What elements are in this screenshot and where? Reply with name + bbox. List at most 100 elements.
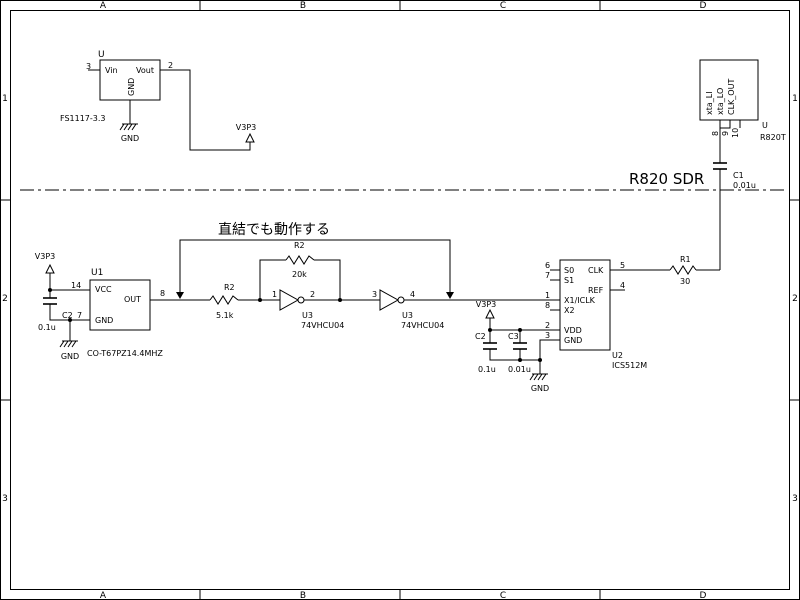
column-label: B: [300, 1, 306, 11]
tuner-pin-num: 10: [731, 128, 740, 138]
power-symbol: [245, 132, 255, 143]
power-symbol: [485, 308, 495, 319]
column-labels-bottom: A B C D: [100, 591, 707, 600]
ground-symbol: [529, 373, 548, 381]
clock-buffer-pin-num: 2: [545, 321, 550, 330]
clock-buffer: S0 S1 X1/ICLK X2 VDD GND CLK REF 6 7 1 8…: [475, 259, 647, 393]
column-label: C: [500, 1, 506, 11]
row-labels-right: 1 2 3: [792, 94, 798, 504]
capacitor-value: 0.01u: [733, 181, 756, 190]
column-label: A: [100, 1, 107, 11]
tuner-pin-num: 9: [721, 131, 730, 136]
clock-buffer-pin-num: 7: [545, 271, 550, 280]
inverter-2: 3 4 U3 74VHCU04: [372, 289, 444, 330]
tuner-pin-label: xta_LO: [716, 88, 725, 115]
ground-label: GND: [61, 352, 79, 361]
clock-buffer-value: ICS512M: [612, 361, 647, 370]
clock-buffer-body: [559, 259, 611, 351]
row-label: 2: [792, 294, 798, 304]
regulator-pin-num: 3: [86, 62, 91, 71]
clock-buffer-pin-label: CLK: [588, 266, 604, 275]
regulator-ref: U: [98, 50, 105, 60]
tuner-ref: U: [762, 121, 768, 130]
clock-buffer-pin-num: 1: [545, 291, 550, 300]
row-label: 1: [2, 94, 8, 104]
oscillator-value: CO-T67PZ14.4MHZ: [87, 349, 163, 358]
capacitor-value: 0.1u: [478, 365, 496, 374]
column-label: B: [300, 591, 306, 600]
resistor-value: 5.1k: [216, 311, 234, 320]
inverter-pin-num: 4: [410, 290, 415, 299]
oscillator-pin-num: 14: [71, 281, 81, 290]
resistor-value: 30: [680, 277, 690, 286]
inverter-pin-num: 2: [310, 290, 315, 299]
power-net-label: V3P3: [476, 300, 496, 309]
clock-buffer-pin-label: REF: [588, 286, 604, 295]
row-label: 1: [792, 94, 798, 104]
oscillator-pin-num: 8: [160, 289, 165, 298]
clock-buffer-pin-label: X1/ICLK: [564, 296, 596, 305]
tuner-pin-label: CLK_OUT: [727, 79, 736, 115]
regulator: U Vin Vout GND 3 2 FS1117-3.3 GND V3P3: [60, 50, 256, 151]
tuner-body: [699, 59, 759, 121]
regulator-pin-num: 2: [168, 61, 173, 70]
regulator-pin-gnd: GND: [127, 78, 136, 96]
ground-symbol: [119, 123, 138, 131]
clock-buffer-pin-num: 6: [545, 261, 550, 270]
oscillator-pin-num: 7: [77, 311, 82, 320]
resistor-ref: R2: [224, 283, 235, 292]
row-label: 3: [2, 494, 8, 504]
clock-buffer-pin-num: 4: [620, 281, 625, 290]
clock-buffer-pin-label: GND: [564, 336, 582, 345]
bypass-note: 直結でも動作する: [218, 221, 330, 238]
clock-buffer-pin-label: S0: [564, 266, 574, 275]
row-label: 2: [2, 294, 8, 304]
resistor-value: 20k: [292, 270, 307, 279]
clock-buffer-pin-label: VDD: [564, 326, 582, 335]
column-labels-top: A B C D: [100, 1, 707, 11]
tuner-pin-num: 8: [711, 131, 720, 136]
clock-buffer-pin-num: 3: [545, 331, 550, 340]
resistor-r2-feedback: R2 20k: [259, 241, 341, 300]
regulator-pin-vout: Vout: [136, 66, 154, 75]
ground-symbol: [59, 340, 78, 348]
oscillator-pin-vcc: VCC: [95, 285, 112, 294]
capacitor-value: 0.01u: [508, 365, 531, 374]
tuner-chip: xta_LI xta_LO CLK_OUT 8 9 10 U R820T: [699, 59, 786, 142]
clock-buffer-pin-num: 5: [620, 261, 625, 270]
regulator-value: FS1117-3.3: [60, 114, 106, 123]
inverter-ref: U3: [402, 311, 413, 320]
capacitor-ref: C1: [733, 171, 744, 180]
clock-buffer-pin-num: 8: [545, 301, 550, 310]
resistor-ref: R2: [294, 241, 305, 250]
ground-label: GND: [121, 134, 139, 143]
resistor-r2-series: R2 5.1k: [209, 283, 239, 320]
oscillator-pin-gnd: GND: [95, 316, 113, 325]
bypass-path: [179, 239, 451, 293]
oscillator-body: [89, 279, 151, 331]
inverter-value: 74VHCU04: [401, 321, 444, 330]
regulator-pin-vin: Vin: [105, 66, 118, 75]
inverter-value: 74VHCU04: [301, 321, 344, 330]
inverter-pin-num: 3: [372, 290, 377, 299]
tuner-value: R820T: [760, 133, 786, 142]
clock-buffer-pin-label: X2: [564, 306, 575, 315]
inverter-pin-num: 1: [272, 290, 277, 299]
clock-buffer-ref: U2: [612, 351, 623, 360]
oscillator-ref: U1: [91, 268, 103, 278]
row-labels-left: 1 2 3: [2, 94, 8, 504]
resistor-ref: R1: [680, 255, 691, 264]
power-net-label: V3P3: [35, 252, 55, 261]
tuner-pin-label: xta_LI: [705, 91, 714, 115]
capacitor-ref: C2: [475, 332, 486, 341]
row-label: 3: [792, 494, 798, 504]
capacitor-ref: C3: [508, 332, 519, 341]
capacitor-value: 0.1u: [38, 323, 56, 332]
inverter-ref: U3: [302, 311, 313, 320]
capacitor-ref: C2: [62, 311, 73, 320]
oscillator-pin-out: OUT: [124, 295, 141, 304]
resistor-r1: R1 30: [610, 255, 720, 286]
oscillator: U1 VCC GND OUT 14 7 8 CO-T67PZ14.4MHZ V3…: [35, 252, 165, 361]
section-title: R820 SDR: [629, 170, 704, 188]
